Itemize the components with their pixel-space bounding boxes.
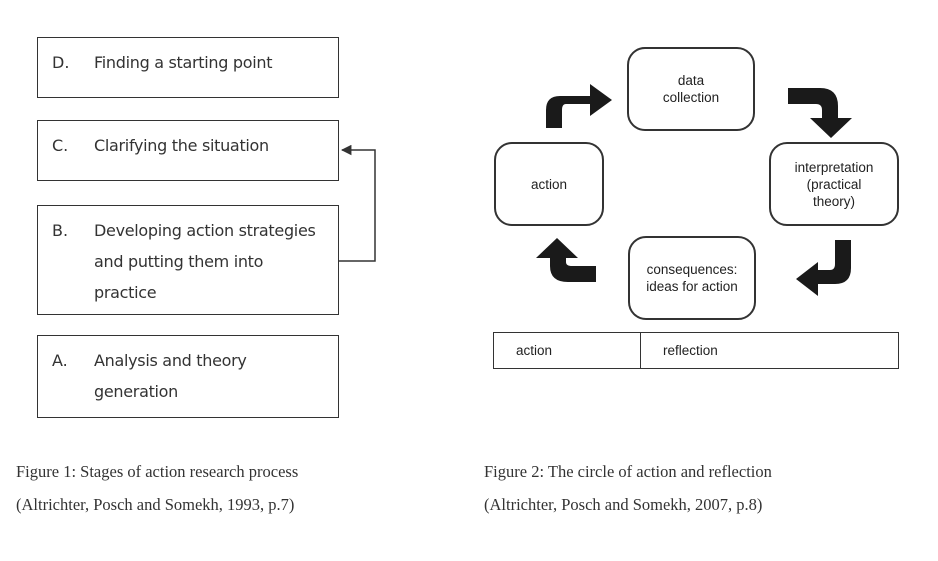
stage-text: Analysis and theory generation [94, 351, 247, 401]
feedback-arrow [339, 144, 376, 262]
stage-text: Clarifying the situation [94, 136, 269, 155]
stage-text: Developing action strategies and putting… [94, 221, 316, 302]
node-label: action [530, 176, 568, 192]
stage-letter: C. [52, 136, 69, 155]
cycle-arrow-bottom-right [796, 240, 851, 296]
bar-cell-reflection: reflection [663, 343, 718, 358]
caption-citation: (Altrichter, Posch and Somekh, 1993, p.7… [16, 495, 295, 514]
node-label: data collection [662, 73, 720, 105]
node-data-collection: data collection [627, 47, 755, 131]
node-action: action [494, 142, 604, 226]
stage-letter: D. [52, 53, 70, 72]
caption-line: Figure 2: The circle of action and refle… [484, 462, 772, 481]
stage-box-d: D. Finding a starting point [37, 37, 339, 98]
cycle-arrow-top-left [546, 84, 612, 128]
figure-2-caption: Figure 2: The circle of action and refle… [484, 455, 772, 521]
caption-citation: (Altrichter, Posch and Somekh, 2007, p.8… [484, 495, 763, 514]
node-interpretation: interpretation (practical theory) [769, 142, 899, 226]
node-label: consequences: ideas for action [646, 262, 738, 294]
node-consequences: consequences: ideas for action [628, 236, 756, 320]
stage-box-c: C. Clarifying the situation [37, 120, 339, 181]
cycle-arrow-top-right [788, 88, 852, 138]
stage-box-a: A. Analysis and theory generation [37, 335, 339, 418]
stage-text: Finding a starting point [94, 53, 273, 72]
bar-cell-action: action [494, 333, 641, 368]
cycle-arrow-bottom-left [536, 238, 596, 282]
figure-1-caption: Figure 1: Stages of action research proc… [16, 455, 298, 521]
stage-letter: A. [52, 351, 68, 370]
stage-box-b: B. Developing action strategies and putt… [37, 205, 339, 315]
caption-line: Figure 1: Stages of action research proc… [16, 462, 299, 481]
node-label: interpretation (practical theory) [794, 159, 874, 209]
action-reflection-bar: action reflection [493, 332, 899, 369]
stage-letter: B. [52, 221, 69, 240]
